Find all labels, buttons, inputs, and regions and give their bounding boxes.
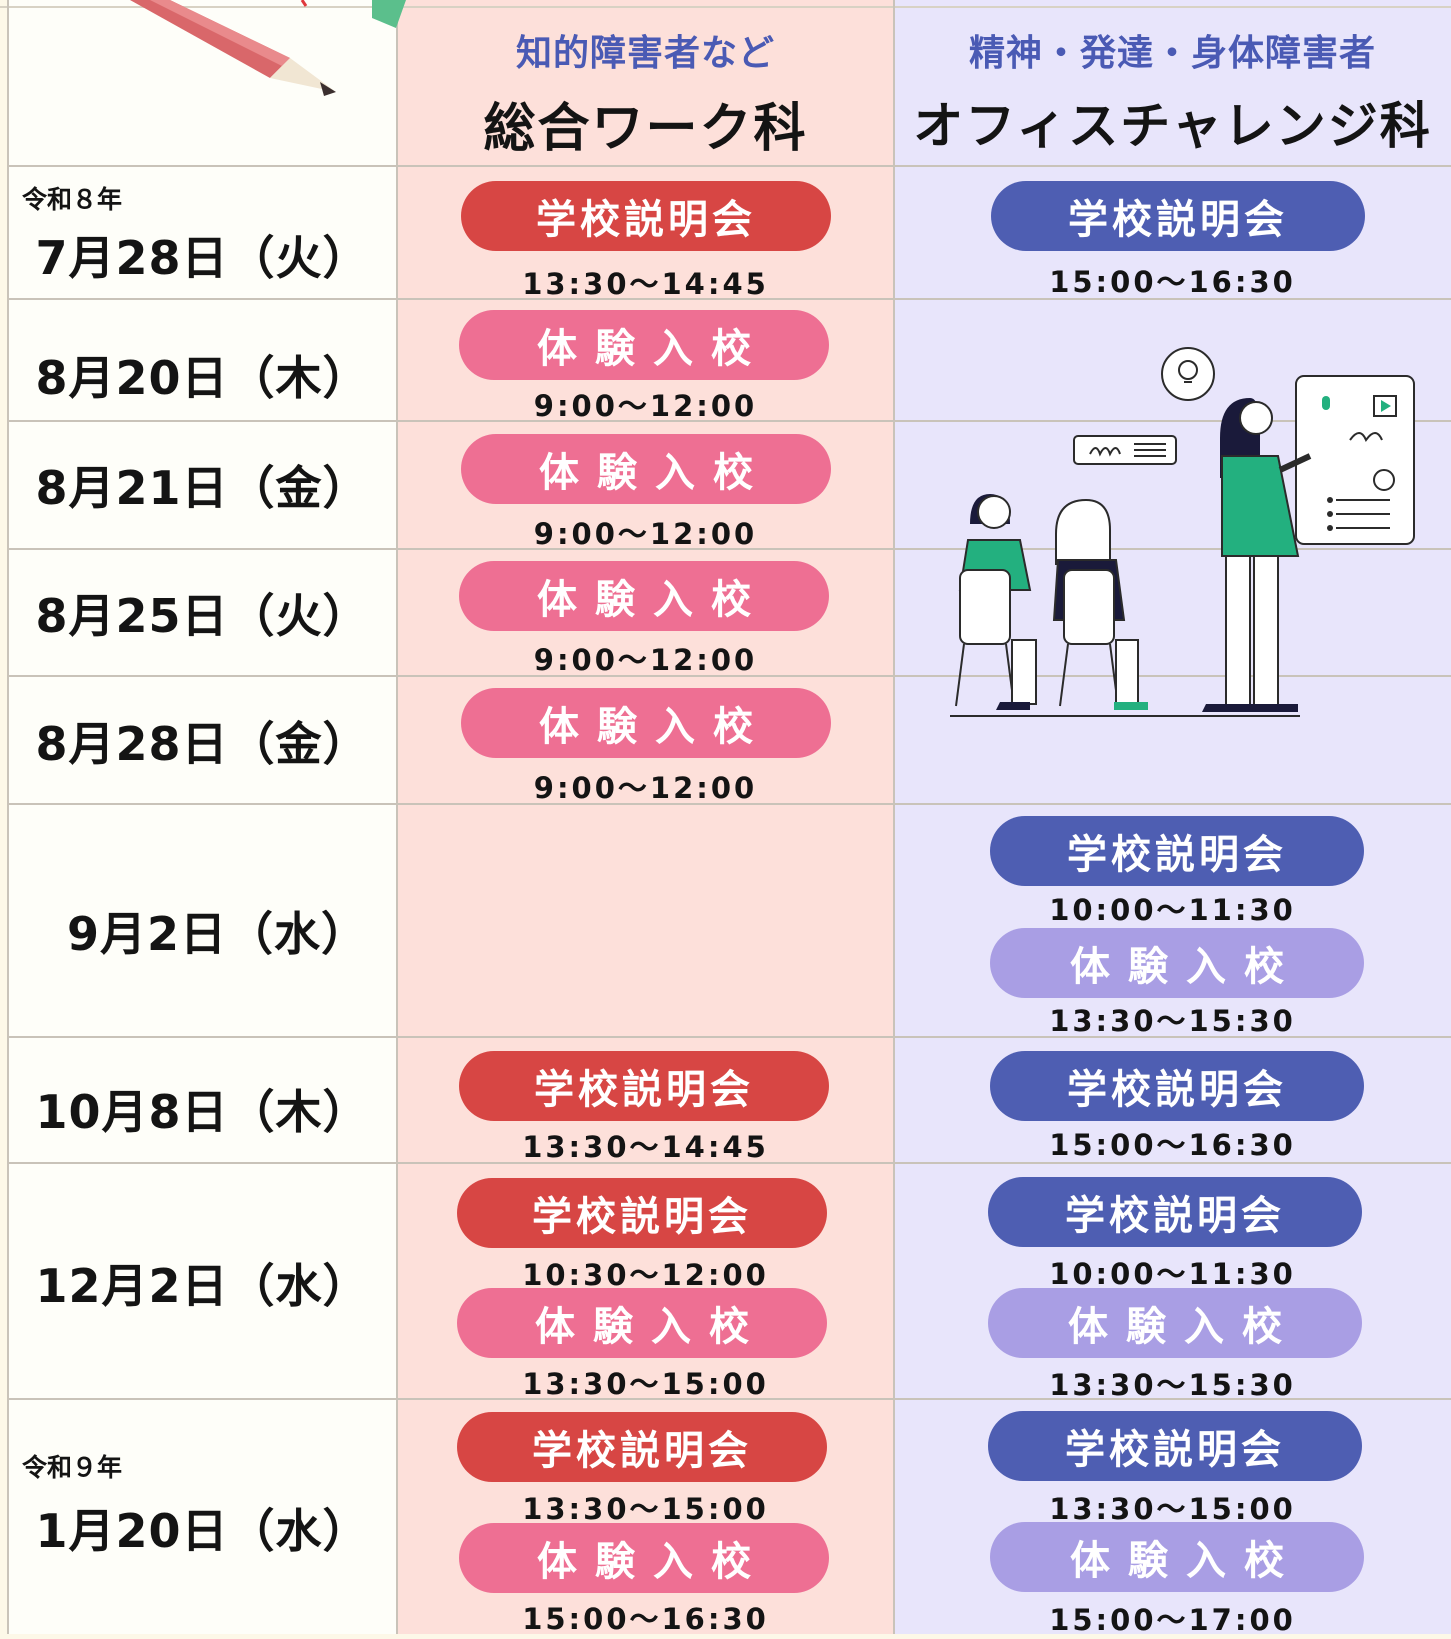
row-divider (8, 1036, 1451, 1038)
row-divider (8, 803, 1451, 805)
row-divider (8, 165, 1451, 167)
row-divider (8, 548, 1451, 550)
row-date: 12月2日（水） (35, 1259, 370, 1313)
top-border (0, 6, 1451, 8)
trial-enrollment-badge: 体験入校 (459, 310, 829, 380)
trial-enrollment-badge: 体験入校 (459, 561, 829, 631)
session-time: 13:30〜15:00 (522, 1367, 769, 1401)
row-date: 8月28日（金） (35, 717, 370, 771)
column-divider (396, 0, 398, 1634)
general-work-subtitle: 知的障害者など (515, 33, 775, 74)
trial-enrollment-badge: 体験入校 (461, 688, 831, 758)
school-info-session-badge: 学校説明会 (990, 1051, 1364, 1121)
row-divider (8, 1398, 1451, 1400)
session-time: 10:00〜11:30 (1049, 893, 1296, 927)
session-time: 15:00〜16:30 (1049, 1128, 1296, 1162)
row-date: 10月8日（木） (35, 1085, 370, 1139)
row-date: 8月25日（火） (35, 589, 370, 643)
session-time: 15:00〜17:00 (1049, 1603, 1296, 1637)
session-time: 13:30〜15:30 (1049, 1004, 1296, 1038)
session-time: 9:00〜12:00 (533, 643, 758, 677)
general-work-column (397, 0, 894, 1634)
office-challenge-subtitle: 精神・発達・身体障害者 (968, 33, 1376, 74)
session-time: 15:00〜16:30 (522, 1602, 769, 1636)
column-divider (7, 0, 9, 1634)
session-time: 9:00〜12:00 (533, 517, 758, 551)
pencil-icon (130, 0, 406, 96)
session-time: 15:00〜16:30 (1049, 265, 1296, 299)
general-work-title: 総合ワーク科 (483, 99, 808, 159)
date-column (8, 0, 397, 1634)
row-date: 9月2日（水） (66, 907, 368, 961)
school-info-session-badge: 学校説明会 (457, 1178, 827, 1248)
school-info-session-badge: 学校説明会 (461, 181, 831, 251)
era-label: 令和９年 (22, 1453, 123, 1482)
office-challenge-title: オフィスチャレンジ科 (913, 97, 1432, 155)
trial-enrollment-badge: 体験入校 (459, 1523, 829, 1593)
trial-enrollment-badge: 体験入校 (990, 1522, 1364, 1592)
era-label: 令和８年 (22, 185, 123, 214)
row-divider (8, 298, 1451, 300)
row-date: 1月20日（水） (35, 1504, 370, 1558)
row-date: 8月21日（金） (35, 461, 370, 515)
school-info-session-badge: 学校説明会 (459, 1051, 829, 1121)
school-info-session-badge: 学校説明会 (988, 1411, 1362, 1481)
session-time: 13:30〜15:00 (522, 1492, 769, 1526)
session-time: 10:00〜11:30 (1049, 1257, 1296, 1291)
trial-enrollment-badge: 体験入校 (990, 928, 1364, 998)
session-time: 13:30〜15:30 (1049, 1368, 1296, 1402)
classroom-illustration-icon (950, 347, 1415, 717)
school-info-session-badge: 学校説明会 (991, 181, 1365, 251)
row-divider (8, 1162, 1451, 1164)
trial-enrollment-badge: 体験入校 (988, 1288, 1362, 1358)
session-time: 9:00〜12:00 (533, 389, 758, 423)
row-date: 7月28日（火） (35, 231, 370, 285)
row-divider (8, 675, 1451, 677)
school-info-session-badge: 学校説明会 (990, 816, 1364, 886)
session-time: 9:00〜12:00 (533, 771, 758, 805)
trial-enrollment-badge: 体験入校 (457, 1288, 827, 1358)
session-time: 13:30〜14:45 (522, 267, 769, 301)
trial-enrollment-badge: 体験入校 (461, 434, 831, 504)
session-time: 10:30〜12:00 (522, 1258, 769, 1292)
session-time: 13:30〜15:00 (1049, 1492, 1296, 1526)
row-divider (8, 420, 1451, 422)
column-divider (893, 0, 895, 1634)
row-date: 8月20日（木） (35, 351, 370, 405)
school-info-session-badge: 学校説明会 (457, 1412, 827, 1482)
school-info-session-badge: 学校説明会 (988, 1177, 1362, 1247)
session-time: 13:30〜14:45 (522, 1130, 769, 1164)
